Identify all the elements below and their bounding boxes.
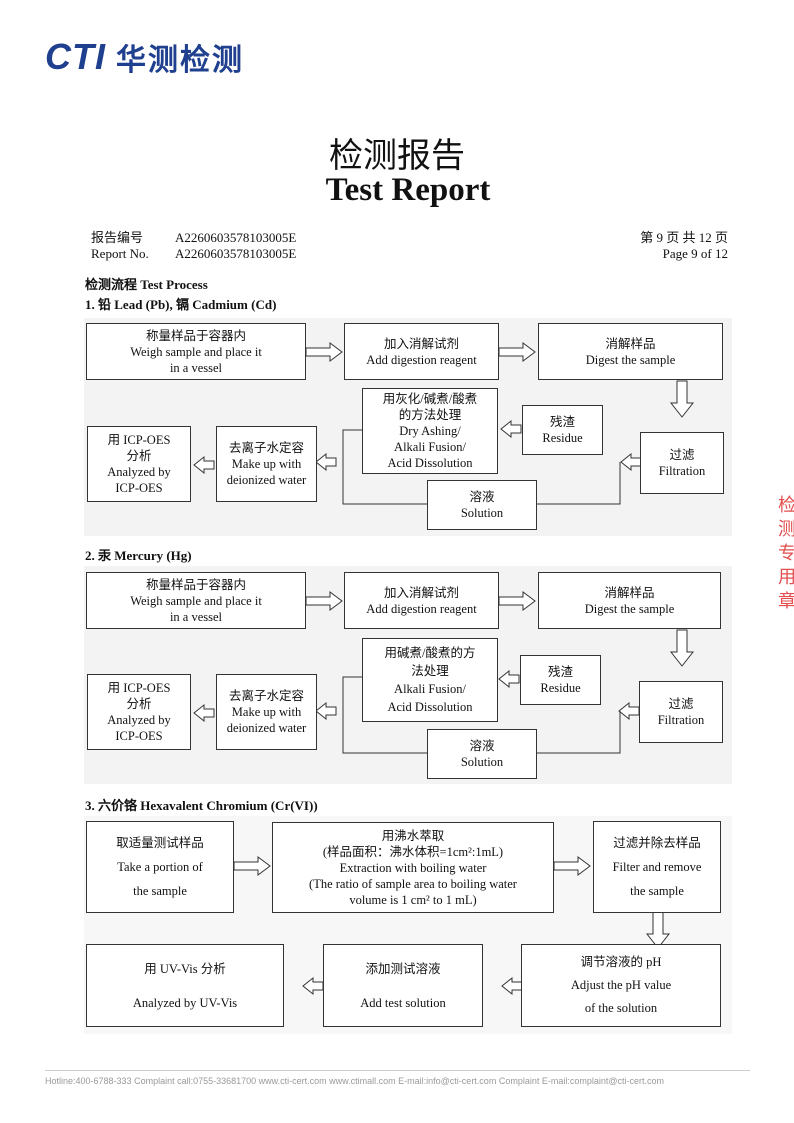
arrow-d3-5 (302, 977, 324, 995)
d3-extraction-box: 用沸水萃取(样品面积：沸水体积=1cm²:1mL)Extraction with… (272, 822, 554, 913)
logo-latin: CTI (45, 36, 106, 77)
arrow-d1-6 (315, 453, 337, 471)
arrow-d1-7 (193, 456, 215, 474)
process-title: 检测流程 Test Process (85, 277, 208, 292)
section-2-heading: 2. 汞 Mercury (Hg) (85, 548, 192, 563)
arrow-d2-2 (498, 591, 536, 611)
side-stamp: 检测专用章 (775, 495, 794, 615)
arrow-d2-7 (193, 704, 215, 722)
arrow-d3-1 (233, 856, 271, 876)
company-logo: CTI 华测检测 (45, 36, 244, 78)
section-1-heading: 1. 铅 Lead (Pb), 镉 Cadmium (Cd) (85, 297, 277, 312)
footer-contact: Hotline:400-6788-333 Complaint call:0755… (45, 1076, 664, 1086)
section-3-heading: 3. 六价铬 Hexavalent Chromium (Cr(VI)) (85, 798, 318, 813)
arrow-d2-5 (498, 670, 520, 688)
arrow-d2-6 (315, 702, 337, 720)
arrow-d1-2 (498, 342, 536, 362)
title-chinese: 检测报告 (329, 136, 465, 176)
arrow-d2-3 (670, 629, 694, 667)
footer-divider (45, 1070, 750, 1071)
page-number: 第 9 页 共 12 页 Page 9 of 12 (640, 230, 728, 261)
arrow-d1-4 (620, 453, 642, 471)
report-no-label: 报告编号 Report No. (91, 230, 149, 261)
report-no-value: A2260603578103005E A2260603578103005E (175, 230, 297, 261)
arrow-d1-5 (500, 420, 522, 438)
arrow-d3-3 (646, 911, 670, 949)
arrow-d3-2 (553, 856, 591, 876)
arrow-d1-1 (305, 342, 343, 362)
arrow-d3-4 (501, 977, 523, 995)
arrow-d2-1 (305, 591, 343, 611)
arrow-d2-4 (618, 702, 640, 720)
title-english: Test Report (325, 172, 491, 208)
arrow-d1-3 (670, 380, 694, 418)
logo-chinese: 华测检测 (116, 43, 244, 78)
